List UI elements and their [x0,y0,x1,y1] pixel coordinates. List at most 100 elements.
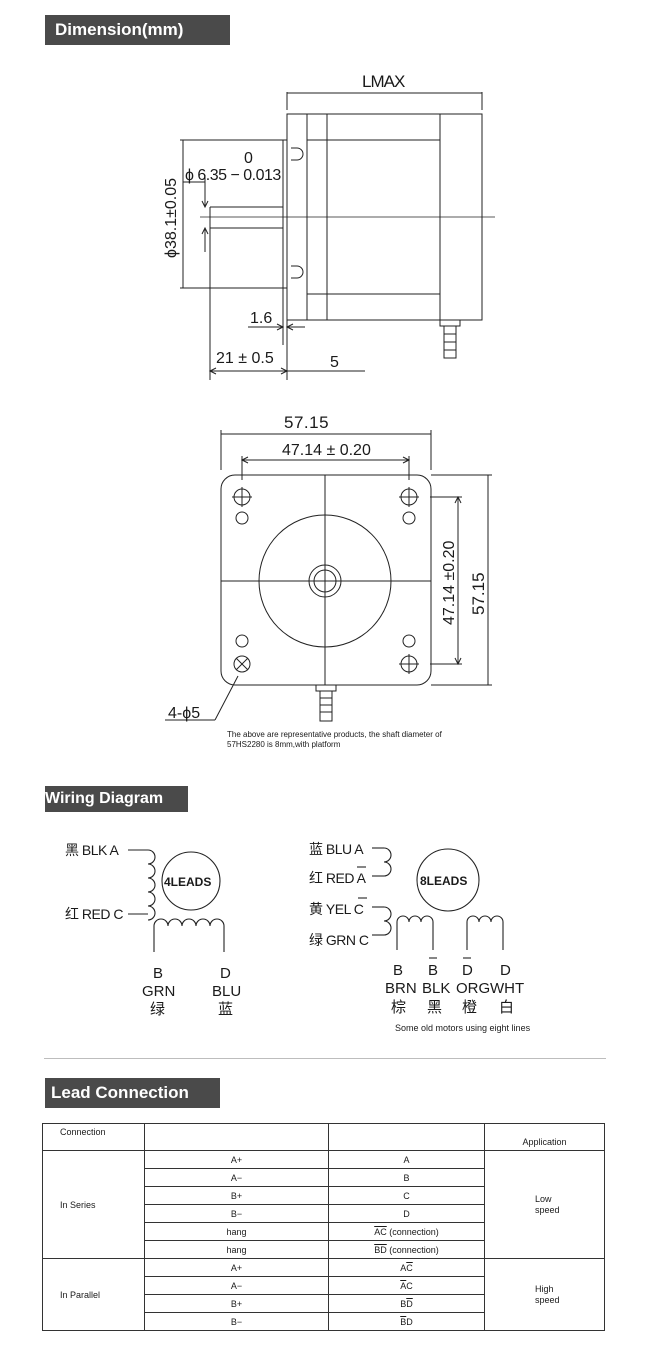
lmax-label: LMAX [362,72,405,91]
product-note-line: The above are representative products, t… [227,730,442,739]
wire-color: BRN [385,980,417,997]
wire-overbar: AC [374,1226,387,1237]
wire-label: 蓝 BLU A [309,841,364,857]
wire-letter: D [462,962,473,979]
wire-color: BLK [422,980,450,997]
wire-label: 黄 YEL C [309,901,364,917]
wire-label: 红 RED C [65,906,123,922]
wire-color-cn: 白 [499,999,514,1016]
wire-label: 绿 GRN C [309,932,369,948]
pin-cell: hang [144,1222,329,1241]
shaft-tolerance-upper: 0 [244,150,253,167]
pin-cell: B+ [144,1294,329,1313]
wire-part: C [406,1280,413,1291]
wire-part-overbar: A [400,1280,407,1291]
wiring-diagram: 4LEADS 黑 BLK A 红 RED C B GRN 绿 D BLU 蓝 8… [65,841,531,1033]
wire-letter: D [500,962,511,979]
front-height-label: 57.15 [469,572,488,615]
table-row: B+ C [43,1186,605,1205]
pilot-diameter-label: ϕ38.1±0.05 [163,178,180,258]
table-row: In Series A+ A Low speed [42,1150,605,1259]
wire-cell: AC [328,1276,485,1295]
group-label-parallel: In Parallel [42,1258,145,1331]
pin-cell: A− [144,1276,329,1295]
badge-8leads: 8LEADS [420,874,467,888]
wire-cell: D [328,1204,485,1223]
lead-connection-table: Connection Application In Series A+ A Lo… [42,1123,605,1331]
wire-part-overbar: C [406,1262,413,1273]
pin-cell: B− [144,1312,329,1331]
wire-letter: B [393,962,403,979]
section-header-wiring: Wiring Diagram [45,786,188,812]
wire-part-overbar: D [406,1298,413,1309]
front-view-drawing: 57.15 47.14 ± 0.20 47.14 ±0.20 57.15 4-ϕ… [165,413,492,722]
shaft-length-label: 21 ± 0.5 [216,350,274,367]
wire-cell: AC [328,1258,485,1277]
wire-color: ORG [456,980,490,997]
wire-part-overbar: B [400,1316,407,1327]
section-title: Dimension(mm) [55,20,184,39]
wire-cell: BD [328,1294,485,1313]
side-view-drawing: LMAX 0 ϕ 6.35 − 0.013 ϕ38.1±0.05 1.6 21 … [163,72,495,380]
application-text: High [535,1283,554,1294]
flange-thickness-label: 1.6 [250,310,272,327]
pin-cell: A− [144,1168,329,1187]
table-row: hang AC (connection) [43,1222,605,1241]
pin-cell: B+ [144,1186,329,1205]
table-header-row: Connection Application [42,1123,605,1151]
wire-note: (connection) [386,1244,439,1255]
pin-cell: A+ [144,1258,329,1277]
section-title: Wiring Diagram [45,790,164,807]
pin-cell: hang [144,1240,329,1259]
wire-cell: BD (connection) [328,1240,485,1259]
application-text: speed [535,1204,560,1215]
wire-part: B [400,1298,407,1309]
header-empty [328,1123,485,1151]
application-text: speed [535,1294,560,1305]
pin-cell: A+ [144,1150,329,1169]
wire-label: 黑 BLK A [65,842,119,858]
wire-note: (connection) [386,1226,439,1237]
wire-letter: D [220,965,231,982]
header-empty [144,1123,329,1151]
application-high-speed: High speed [484,1258,605,1331]
wire-part: D [406,1316,413,1327]
table-row: In Parallel A+ AC High speed [42,1258,605,1331]
wire-color: GRN [142,983,175,1000]
wire-label: 红 RED A [309,870,367,886]
section-header-lead: Lead Connection [45,1078,220,1108]
front-hole-spacing-vertical-label: 47.14 ±0.20 [441,540,458,625]
product-note-line: 57HS2280 is 8mm,with platform [227,740,341,749]
wire-color: BLU [212,983,241,1000]
pin-cell: B− [144,1204,329,1223]
front-width-label: 57.15 [284,413,329,432]
wiring-footnote: Some old motors using eight lines [395,1023,531,1033]
wire-color-cn: 棕 [391,999,406,1016]
wire-part: A [400,1262,407,1273]
wire-letter: B [153,965,163,982]
header-application: Application [484,1123,605,1151]
shaft-diameter-label: ϕ 6.35 − 0.013 [185,167,281,184]
wire-color-cn: 黑 [427,999,442,1016]
wire-color: WHT [490,980,524,997]
wire-cell: B [328,1168,485,1187]
table-row: B+ BD [43,1294,605,1313]
front-hole-spacing-label: 47.14 ± 0.20 [282,442,371,459]
wire-cell: AC (connection) [328,1222,485,1241]
wire-cell: BD [328,1312,485,1331]
wire-letter: B [428,962,438,979]
group-label-series: In Series [42,1150,145,1259]
wire-color-cn: 橙 [462,999,477,1016]
wire-color-cn: 绿 [150,1001,165,1018]
table-row: A− B [43,1168,605,1187]
boss-length-label: 5 [330,354,339,371]
table-row: hang BD (connection) [43,1240,605,1259]
application-text: Low [535,1193,552,1204]
section-title: Lead Connection [51,1083,189,1102]
section-divider [44,1058,606,1059]
wire-cell: C [328,1186,485,1205]
application-low-speed: Low speed [484,1150,605,1259]
header-connection: Connection [42,1123,145,1151]
table-row: B− BD [43,1312,605,1331]
product-note: The above are representative products, t… [227,730,442,750]
